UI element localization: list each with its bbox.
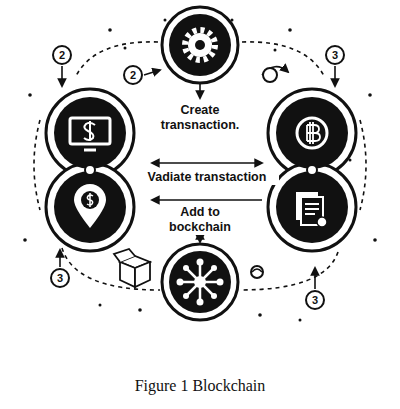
step-label: Add to bockchain <box>156 205 244 235</box>
bottom-node <box>162 244 238 320</box>
decor-wave <box>252 269 262 272</box>
callout-number: 3 <box>51 271 69 285</box>
callout-number: 3 <box>306 293 324 307</box>
callout-number: 2 <box>124 68 142 82</box>
figure-caption: Figure 1 Blockchain <box>135 377 266 395</box>
step-label: Vadiate transtaction <box>135 170 279 185</box>
right-node-pair <box>268 89 356 251</box>
callout-number: 3 <box>326 48 344 62</box>
callout-number: 2 <box>53 48 71 62</box>
step-label: Create transnaction. <box>150 103 250 133</box>
left-node-pair <box>46 89 134 251</box>
top-node <box>162 7 238 83</box>
box-icon <box>114 249 150 287</box>
